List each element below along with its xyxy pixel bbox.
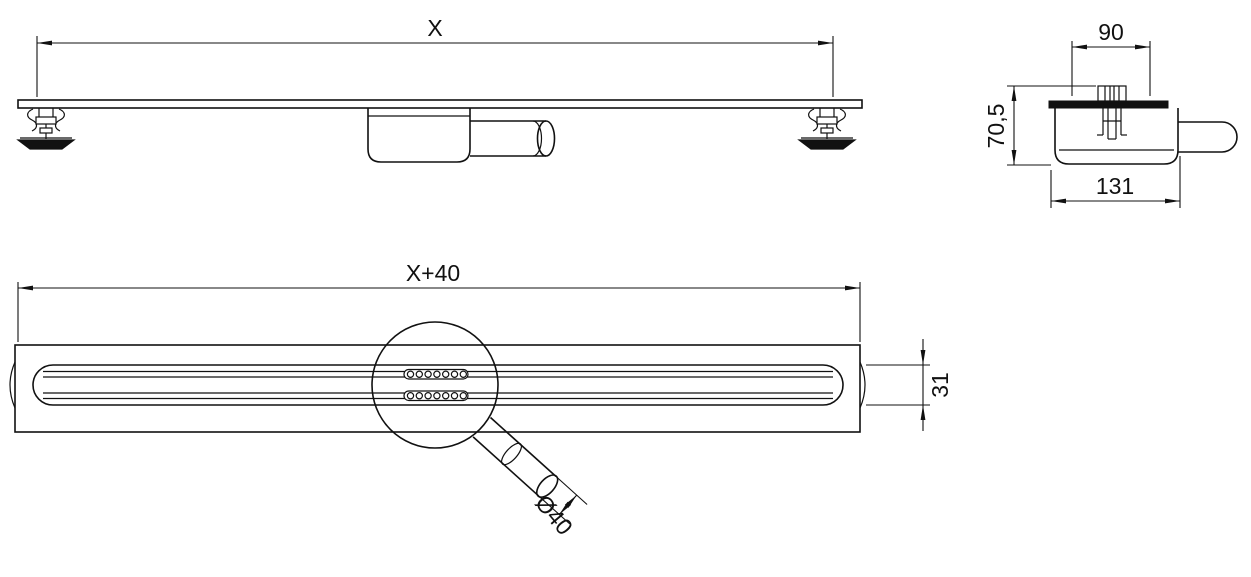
adjustable-foot-left: [16, 108, 76, 150]
leveling-nut: [39, 127, 53, 134]
slot-outline: [32, 364, 844, 406]
dimension-side-length: X: [36, 15, 834, 97]
dimension-slot-width: 31: [866, 339, 953, 431]
end-bottom-width-label: 131: [1096, 173, 1134, 199]
foot-pad: [797, 139, 857, 150]
spring-clip-icon: [27, 108, 38, 132]
foot-pad: [16, 139, 76, 150]
spring-clip-icon: [808, 108, 819, 132]
drain-trap-side: [367, 108, 471, 163]
channel-profile-side: [17, 99, 863, 109]
channel-end-cap-right: [859, 361, 866, 409]
dimension-end-bottom-width: 131: [1050, 156, 1181, 208]
dimension-end-top-width: 90: [1071, 19, 1151, 96]
pipe-diameter-label: Ø40: [530, 490, 578, 540]
leveling-nut: [816, 116, 838, 125]
perforated-clips: [403, 368, 469, 402]
slot-width-label: 31: [927, 372, 953, 398]
side-view: X: [16, 15, 863, 163]
mounting-bracket: [1097, 108, 1127, 140]
end-top-width-label: 90: [1098, 19, 1124, 45]
grate-clamp: [1097, 85, 1127, 102]
side-length-label: X: [427, 15, 442, 41]
outlet-pipe-side: [470, 120, 556, 157]
leveling-nut: [35, 116, 57, 125]
dimension-plan-length: X+40: [17, 260, 861, 342]
plan-length-label: X+40: [406, 260, 460, 286]
end-height-label: 70,5: [983, 104, 1009, 149]
end-view: 90 70,5 131: [983, 19, 1238, 208]
pipe-collar: [532, 120, 543, 157]
adjustable-foot-right: [797, 108, 857, 150]
channel-body-plan: [14, 344, 861, 433]
outlet-stub: [1178, 121, 1238, 153]
spring-clip-icon: [54, 108, 65, 132]
flange-section: [1048, 100, 1169, 109]
pipe-joint-ring: [500, 442, 523, 466]
leveling-nut: [820, 127, 834, 134]
channel-end-cap-left: [9, 361, 16, 409]
spring-clip-icon: [835, 108, 846, 132]
dimension-end-height: 70,5: [983, 85, 1096, 166]
plan-view: X+40: [9, 260, 953, 540]
rotated-outlet-pipe: [472, 416, 559, 498]
drain-body-circle: [371, 321, 499, 449]
pipe-end-opening: [536, 120, 556, 157]
body-section: [1054, 108, 1179, 165]
